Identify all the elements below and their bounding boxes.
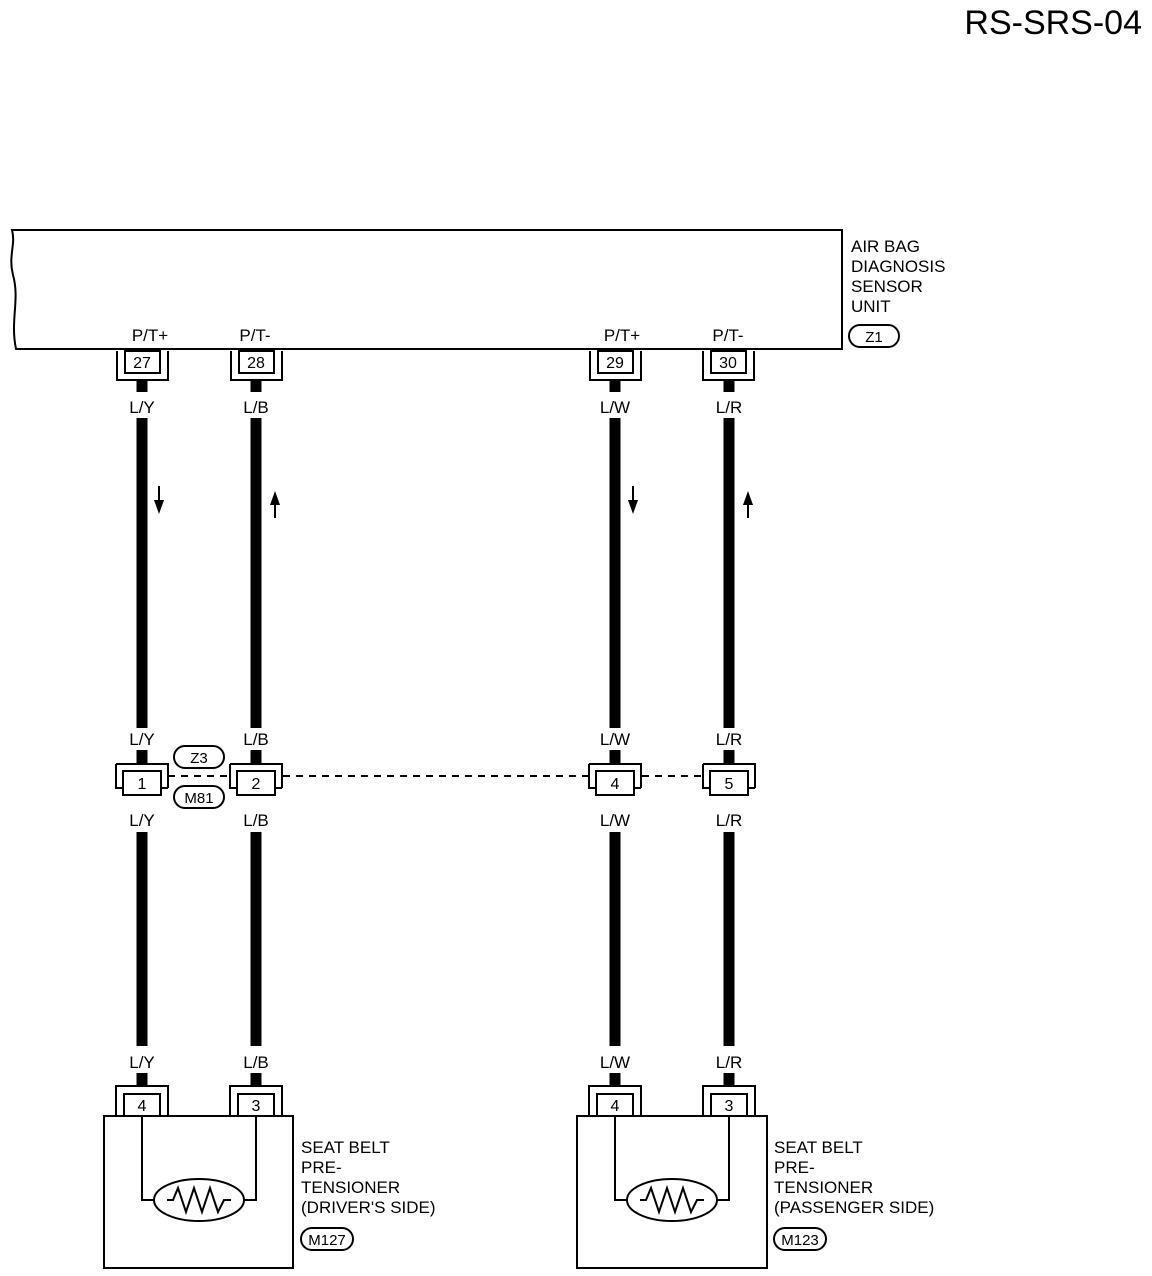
wire-color-lb-bottom: L/B <box>243 1053 269 1072</box>
svg-text:30: 30 <box>719 355 737 372</box>
wire-color-lb-mid-top: L/B <box>243 730 269 749</box>
svg-text:TENSIONER: TENSIONER <box>774 1178 873 1197</box>
connector-z3-label: Z3 <box>190 750 208 767</box>
signal-label-29: P/T+ <box>604 326 640 345</box>
pin-30: 30 <box>702 350 755 381</box>
svg-text:TENSIONER: TENSIONER <box>301 1178 400 1197</box>
sensor-unit-box <box>10 229 843 350</box>
passenger-pretensioner-label: SEAT BELT PRE- TENSIONER (PASSENGER SIDE… <box>774 1138 934 1217</box>
svg-text:27: 27 <box>133 355 151 372</box>
joint-pin-1: 1 <box>115 763 169 796</box>
connector-m123-label: M123 <box>781 1232 819 1249</box>
svg-text:DIAGNOSIS: DIAGNOSIS <box>851 257 945 276</box>
svg-text:2: 2 <box>252 776 261 793</box>
wire-color-ly-mid-top: L/Y <box>129 730 155 749</box>
joint-pin-2: 2 <box>229 763 283 796</box>
arrow-down-icon <box>154 486 164 514</box>
wire-color-ly-top: L/Y <box>129 398 155 417</box>
wire-color-lr-mid-top: L/R <box>716 730 742 749</box>
svg-text:SEAT BELT: SEAT BELT <box>301 1138 390 1157</box>
svg-text:1: 1 <box>138 776 147 793</box>
connector-m81-badge <box>173 785 225 809</box>
arrow-down-icon <box>628 486 638 514</box>
svg-text:AIR BAG: AIR BAG <box>851 237 920 256</box>
connector-m81-label: M81 <box>184 790 213 807</box>
wire-color-ly-mid-bottom: L/Y <box>129 811 155 830</box>
svg-text:4: 4 <box>611 1098 620 1115</box>
wire-color-lw-mid-bottom: L/W <box>600 811 630 830</box>
driver-pretensioner-label: SEAT BELT PRE- TENSIONER (DRIVER'S SIDE) <box>301 1138 436 1217</box>
pin-29: 29 <box>589 350 642 381</box>
wire-color-lr-bottom: L/R <box>716 1053 742 1072</box>
connector-z1-label: Z1 <box>865 329 883 346</box>
svg-text:(PASSENGER SIDE): (PASSENGER SIDE) <box>774 1198 934 1217</box>
svg-text:UNIT: UNIT <box>851 297 891 316</box>
wire-color-lw-bottom: L/W <box>600 1053 630 1072</box>
wire-color-lr-mid-bottom: L/R <box>716 811 742 830</box>
signal-label-30: P/T- <box>712 326 743 345</box>
arrow-up-icon <box>743 491 753 518</box>
svg-text:29: 29 <box>606 355 624 372</box>
signal-label-27: P/T+ <box>132 326 168 345</box>
wire-color-lr-top: L/R <box>716 398 742 417</box>
passenger-pretensioner: 4 3 <box>576 1085 768 1269</box>
svg-text:PRE-: PRE- <box>774 1158 815 1177</box>
svg-text:(DRIVER'S SIDE): (DRIVER'S SIDE) <box>301 1198 436 1217</box>
svg-text:3: 3 <box>252 1098 261 1115</box>
svg-text:4: 4 <box>611 776 620 793</box>
connector-m127-badge <box>300 1227 354 1251</box>
svg-text:SENSOR: SENSOR <box>851 277 923 296</box>
connector-m127-label: M127 <box>308 1232 346 1249</box>
svg-text:5: 5 <box>725 776 734 793</box>
pin-27: 27 <box>116 350 169 381</box>
page-title: RS-SRS-04 <box>964 4 1142 42</box>
svg-text:SEAT BELT: SEAT BELT <box>774 1138 863 1157</box>
joint-pin-5: 5 <box>702 763 756 796</box>
arrow-up-icon <box>270 491 280 518</box>
wire-color-lb-top: L/B <box>243 398 269 417</box>
driver-pretensioner: 4 3 <box>103 1085 294 1269</box>
joint-pin-4: 4 <box>588 763 642 796</box>
connector-z3-badge <box>173 745 225 769</box>
signal-label-28: P/T- <box>239 326 270 345</box>
svg-text:PRE-: PRE- <box>301 1158 342 1177</box>
wire-color-lw-top: L/W <box>600 398 630 417</box>
connector-m123-badge <box>773 1227 827 1251</box>
pin-28: 28 <box>230 350 283 381</box>
connector-z1-badge <box>848 324 900 348</box>
svg-text:3: 3 <box>725 1098 734 1115</box>
svg-text:4: 4 <box>138 1098 147 1115</box>
svg-text:28: 28 <box>247 355 265 372</box>
wire-color-lb-mid-bottom: L/B <box>243 811 269 830</box>
sensor-unit-label: AIR BAG DIAGNOSIS SENSOR UNIT <box>851 237 945 316</box>
wire-color-ly-bottom: L/Y <box>129 1053 155 1072</box>
wire-color-lw-mid-top: L/W <box>600 730 630 749</box>
